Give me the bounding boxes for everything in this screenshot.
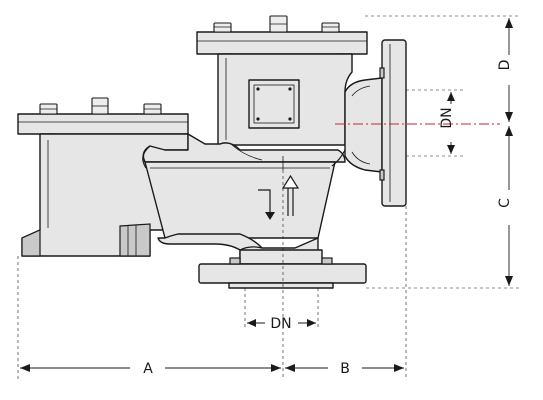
left-cover-plate xyxy=(17,113,189,135)
top-cover-plate xyxy=(196,31,368,55)
outlet-nozzle xyxy=(344,39,407,207)
dim-label-d: D xyxy=(497,60,513,71)
outlet-flange xyxy=(381,39,407,207)
flow-arrow-down xyxy=(258,189,271,214)
inlet-spigot xyxy=(228,282,334,289)
dimension-labels: A B DN D C DN xyxy=(143,60,513,377)
dimensions xyxy=(17,15,520,380)
dim-label-dn-inlet: DN xyxy=(270,316,291,332)
dim-label-a: A xyxy=(143,361,153,377)
dim-label-c: C xyxy=(497,198,513,208)
funnel-body xyxy=(144,161,336,239)
upper-housing xyxy=(196,15,368,146)
outlet-neck xyxy=(344,77,383,173)
inlet-flange-group xyxy=(198,249,367,289)
inlet-flange xyxy=(198,263,367,284)
top-bolt-1 xyxy=(213,22,232,33)
flow-arrow-up xyxy=(287,186,294,216)
inspection-window xyxy=(248,79,300,129)
top-bolt-3 xyxy=(321,22,340,33)
lower-body xyxy=(142,133,346,265)
dim-label-dn-outlet: DN xyxy=(439,107,455,128)
dim-label-b: B xyxy=(340,361,350,377)
